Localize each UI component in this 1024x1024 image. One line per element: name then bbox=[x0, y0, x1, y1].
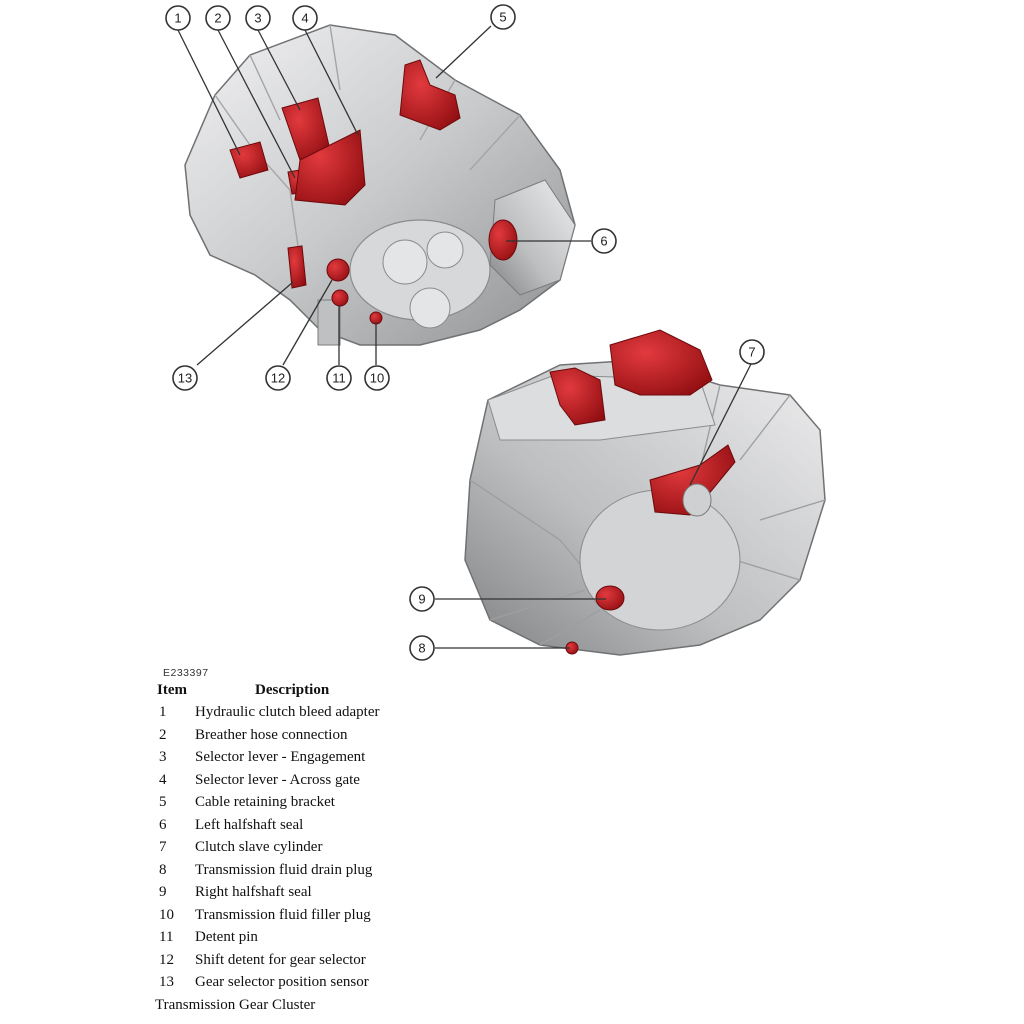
legend-item-description: Detent pin bbox=[195, 929, 258, 945]
part-bracket-lower bbox=[549, 367, 606, 426]
legend-item-number: 4 bbox=[159, 771, 167, 788]
upper-bellhousing-ribs bbox=[214, 24, 521, 261]
svg-text:8: 8 bbox=[418, 641, 425, 656]
callout-11: 11 bbox=[326, 365, 352, 391]
legend-item-number: 2 bbox=[159, 726, 167, 743]
svg-text:12: 12 bbox=[271, 371, 285, 386]
upper-bottom-stub bbox=[317, 299, 341, 346]
legend-item-description: Clutch slave cylinder bbox=[195, 839, 323, 855]
svg-text:5: 5 bbox=[499, 10, 506, 25]
svg-text:10: 10 bbox=[370, 371, 384, 386]
upper-diff-flange bbox=[489, 179, 576, 296]
transmission-diagram: 1 2 3 4 5 6 7 8 9 10 11 12 bbox=[165, 4, 826, 661]
callout-8: 8 bbox=[409, 635, 435, 661]
callout-9: 9 bbox=[409, 586, 435, 612]
part-left-halfshaft-seal bbox=[488, 219, 518, 261]
legend-item-description: Breather hose connection bbox=[195, 726, 348, 743]
part-detent-pin bbox=[331, 289, 349, 307]
upper-transmission-view bbox=[184, 24, 576, 346]
legend-item-number: 1 bbox=[159, 704, 167, 720]
part-clutch-bleed-adapter bbox=[229, 141, 269, 179]
lower-transmission-view bbox=[464, 329, 826, 656]
legend-item-description: Gear selector position sensor bbox=[195, 974, 369, 990]
svg-text:7: 7 bbox=[748, 345, 755, 360]
legend-item-number: 13 bbox=[159, 974, 174, 990]
part-cable-bracket bbox=[399, 59, 461, 131]
svg-text:6: 6 bbox=[600, 234, 607, 249]
svg-text:2: 2 bbox=[214, 11, 221, 26]
figure-caption: Transmission Gear Cluster bbox=[155, 997, 316, 1013]
legend-item-number: 8 bbox=[159, 861, 167, 878]
callout-2: 2 bbox=[205, 5, 231, 31]
legend-item-number: 12 bbox=[159, 951, 174, 968]
legend-item-description: Selector lever - Across gate bbox=[195, 771, 360, 788]
svg-text:9: 9 bbox=[418, 592, 425, 607]
svg-text:3: 3 bbox=[254, 11, 261, 26]
svg-text:13: 13 bbox=[178, 371, 192, 386]
callout-6: 6 bbox=[591, 228, 617, 254]
legend-item-description: Cable retaining bracket bbox=[195, 794, 335, 810]
lower-bellhousing-ribs bbox=[469, 384, 826, 646]
part-right-halfshaft-seal bbox=[595, 585, 625, 611]
upper-gear-boss-c bbox=[409, 287, 451, 329]
part-selector-across-gate bbox=[294, 129, 366, 206]
legend-item-description: Left halfshaft seal bbox=[195, 816, 304, 833]
legend-item-number: 9 bbox=[159, 884, 167, 900]
legend-item-number: 5 bbox=[159, 794, 167, 810]
part-selector-lower bbox=[609, 329, 713, 396]
legend-item-description: Selector lever - Engagement bbox=[195, 749, 366, 765]
legend-item-number: 10 bbox=[159, 906, 174, 923]
callout-1: 1 bbox=[165, 5, 191, 31]
legend-item-number: 7 bbox=[159, 839, 167, 855]
legend-item-number: 6 bbox=[159, 816, 167, 833]
upper-gear-boss-a bbox=[382, 239, 428, 285]
part-shift-detent bbox=[326, 258, 350, 282]
callout-13: 13 bbox=[172, 365, 198, 391]
upper-gear-boss-b bbox=[426, 231, 464, 269]
legend-header-item: Item bbox=[157, 682, 187, 698]
legend-item-number: 11 bbox=[159, 929, 174, 945]
part-position-sensor bbox=[287, 245, 307, 289]
callout-3: 3 bbox=[245, 5, 271, 31]
legend-item-number: 3 bbox=[159, 749, 167, 765]
legend-item-description: Shift detent for gear selector bbox=[195, 951, 366, 968]
svg-text:1: 1 bbox=[174, 11, 181, 26]
lower-input-shaft bbox=[682, 483, 712, 517]
svg-text:4: 4 bbox=[301, 11, 308, 26]
legend-item-description: Right halfshaft seal bbox=[195, 884, 312, 900]
legend-item-description: Hydraulic clutch bleed adapter bbox=[195, 704, 380, 720]
callout-4: 4 bbox=[292, 5, 318, 31]
callout-7: 7 bbox=[739, 339, 765, 365]
figure-code: E233397 bbox=[163, 667, 209, 679]
legend-item-description: Transmission fluid drain plug bbox=[195, 861, 373, 878]
legend-header-description: Description bbox=[255, 682, 330, 698]
callout-12: 12 bbox=[265, 365, 291, 391]
legend-item-description: Transmission fluid filler plug bbox=[195, 906, 371, 923]
svg-text:11: 11 bbox=[332, 371, 346, 386]
callout-5: 5 bbox=[490, 4, 516, 30]
callout-10: 10 bbox=[364, 365, 390, 391]
leader-lines bbox=[177, 25, 752, 649]
